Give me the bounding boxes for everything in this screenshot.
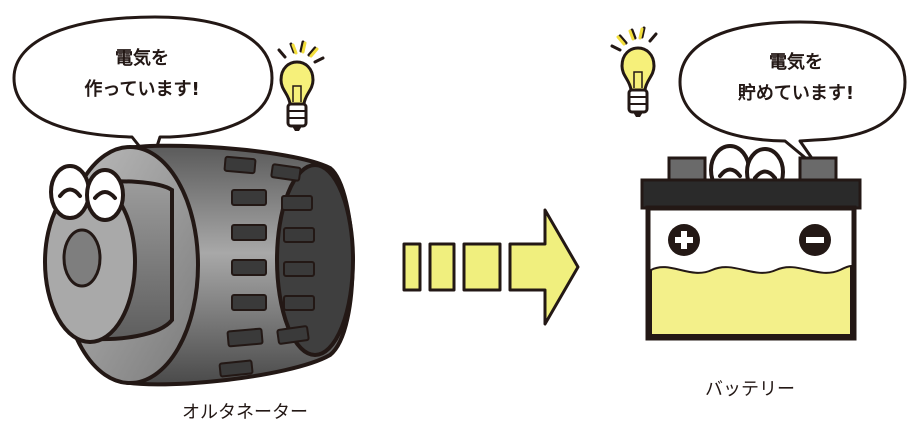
plus-terminal-icon — [668, 224, 700, 256]
battery-caption: バッテリー — [705, 379, 795, 400]
alternator-vents — [218, 155, 315, 378]
left-bubble-line2: 作っています! — [84, 78, 199, 100]
right-bubble-line2: 貯めています! — [738, 82, 854, 104]
left-speech-bubble: 電気を 作っています! — [12, 15, 274, 164]
alternator-caption: オルタネーター — [182, 402, 308, 423]
lightbulb-icon — [610, 26, 658, 117]
lightbulb-icon — [277, 40, 325, 131]
arrow-right-icon — [402, 208, 580, 326]
battery — [640, 144, 862, 341]
minus-terminal-icon — [799, 224, 831, 256]
left-bubble-line1: 電気を — [115, 47, 169, 69]
alternator-eyes — [49, 164, 125, 222]
alternator — [43, 143, 355, 387]
right-bubble-line1: 電気を — [769, 51, 823, 73]
right-speech-bubble: 電気を 貯めています! — [678, 20, 907, 172]
